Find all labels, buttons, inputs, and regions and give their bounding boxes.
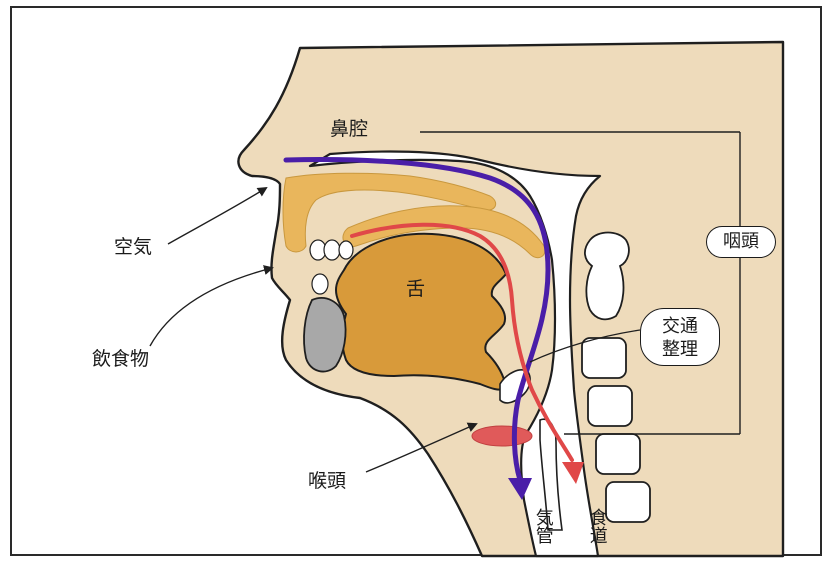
label-pharynx: 咽頭 [706, 226, 776, 258]
label-air: 空気 [114, 238, 152, 257]
label-tongue: 舌 [406, 280, 425, 299]
label-crossing: 交通 整理 [640, 308, 720, 366]
leader-food [150, 268, 272, 346]
lower-tooth-1 [312, 274, 328, 294]
label-crossing-line2: 整理 [641, 338, 719, 361]
upper-tooth-2 [324, 240, 340, 260]
leader-air [168, 188, 266, 244]
label-larynx: 喉頭 [308, 472, 346, 491]
label-esophagus-text: 食道 [587, 508, 606, 544]
upper-tooth-3 [339, 241, 353, 259]
jaw-bone [304, 298, 346, 372]
label-trachea: 気管 [532, 508, 554, 548]
label-trachea-text: 気管 [533, 508, 552, 544]
tongue [336, 234, 506, 390]
larynx-marker [472, 426, 532, 446]
label-food-drink: 飲食物 [92, 350, 149, 369]
label-esophagus: 食道 [586, 508, 608, 548]
label-crossing-line1: 交通 [641, 315, 719, 338]
label-nasal-cavity: 鼻腔 [330, 120, 368, 139]
